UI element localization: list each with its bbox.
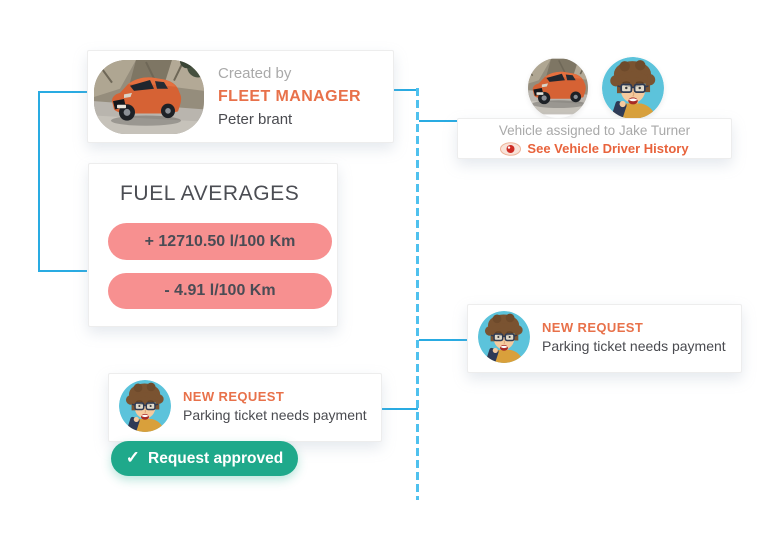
- driver-avatar: [602, 57, 664, 119]
- fleet-manager-label: FLEET MANAGER: [218, 88, 361, 105]
- request-card-left: NEW REQUEST Parking ticket needs payment: [108, 373, 382, 442]
- fuel-averages-title: FUEL AVERAGES: [120, 182, 300, 205]
- request-description: Parking ticket needs payment: [183, 407, 367, 423]
- connector-left-bracket: [38, 91, 87, 272]
- assignment-text: Vehicle assigned to Jake Turner: [498, 123, 691, 138]
- vehicle-photo-circle: [528, 58, 588, 118]
- connector-to-request-right: [419, 339, 468, 341]
- fuel-negative-pill: - 4.91 l/100 Km: [108, 273, 332, 309]
- assignment-card: Vehicle assigned to Jake Turner See Vehi…: [457, 118, 732, 159]
- fuel-averages-card: FUEL AVERAGES + 12710.50 l/100 Km - 4.91…: [88, 163, 338, 327]
- see-driver-history-link[interactable]: See Vehicle Driver History: [500, 141, 689, 156]
- see-driver-history-label: See Vehicle Driver History: [527, 141, 689, 156]
- connector-from-request-left: [382, 408, 418, 410]
- request-approved-label: Request approved: [148, 449, 284, 467]
- check-icon: ✓: [125, 447, 140, 467]
- request-approved-button[interactable]: ✓ Request approved: [111, 441, 298, 476]
- eye-icon: [500, 141, 522, 156]
- creator-name: Peter brant: [218, 111, 293, 128]
- connector-to-assignment: [419, 120, 458, 122]
- driver-avatar: [119, 380, 171, 432]
- new-request-title: NEW REQUEST: [542, 320, 644, 335]
- connector-top: [393, 89, 418, 91]
- vehicle-photo: [94, 60, 204, 134]
- driver-avatar: [478, 311, 530, 363]
- created-by-label: Created by: [218, 65, 292, 82]
- request-card-right: NEW REQUEST Parking ticket needs payment: [467, 304, 742, 373]
- request-description: Parking ticket needs payment: [542, 338, 726, 354]
- connector-dashed-vertical: [416, 88, 419, 500]
- new-request-title: NEW REQUEST: [183, 389, 285, 404]
- creator-card: Created by FLEET MANAGER Peter brant: [87, 50, 394, 143]
- fuel-positive-pill: + 12710.50 l/100 Km: [108, 223, 332, 260]
